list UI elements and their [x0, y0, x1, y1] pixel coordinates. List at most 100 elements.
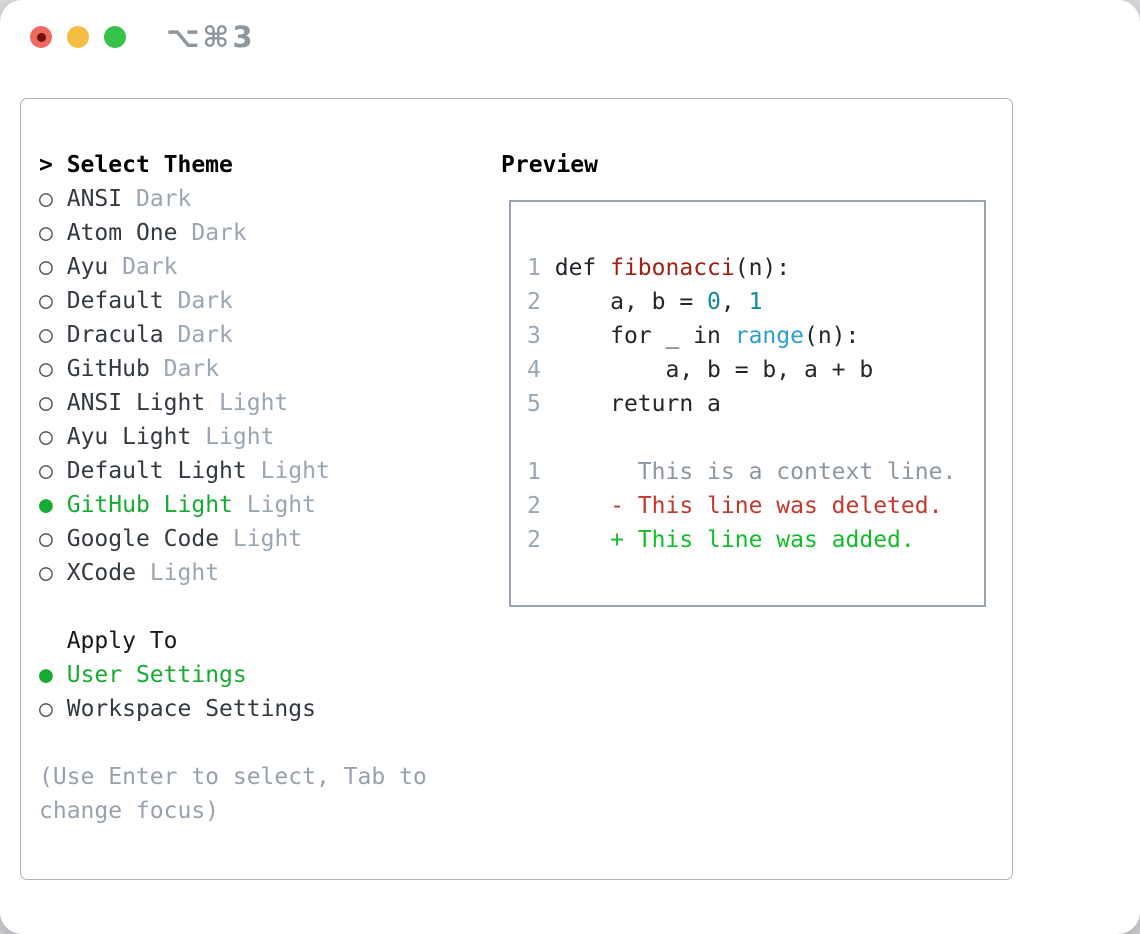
line-number: 5 — [527, 391, 541, 417]
radio-icon: ○ — [39, 322, 53, 348]
code-segment-plain: a, b = b, a + b — [554, 357, 874, 383]
apply-option-name: Workspace Settings — [66, 696, 316, 722]
theme-option-default-light[interactable]: ○ Default Light Light — [39, 454, 489, 488]
line-number: 3 — [527, 323, 541, 349]
code-segment-plain: return a — [554, 391, 721, 417]
hint-line-2: change focus) — [39, 798, 220, 824]
code-segment-plain: (n): — [734, 255, 791, 281]
minimize-button[interactable] — [67, 26, 89, 48]
diff-line-context: 1 This is a context line. — [527, 455, 984, 489]
theme-variant-tag: Light — [219, 390, 289, 416]
diff-line-deleted: 2 - This line was deleted. — [527, 489, 984, 523]
code-line-4: 4 a, b = b, a + b — [527, 353, 984, 387]
theme-name: Atom One — [66, 220, 178, 246]
theme-name: Google Code — [66, 526, 220, 552]
theme-option-default[interactable]: ○ Default Dark — [39, 284, 489, 318]
theme-name: Ayu Light — [66, 424, 192, 450]
theme-name: XCode — [66, 560, 136, 586]
radio-icon: ○ — [39, 696, 53, 722]
radio-selected-icon: ● — [39, 492, 53, 518]
theme-option-ayu[interactable]: ○ Ayu Dark — [39, 250, 489, 284]
theme-name: ANSI — [66, 186, 123, 212]
line-number: 2 — [527, 493, 541, 519]
radio-icon: ○ — [39, 254, 53, 280]
radio-icon: ○ — [39, 390, 53, 416]
theme-option-xcode[interactable]: ○ XCode Light — [39, 556, 489, 590]
apply-to-heading: Apply To — [66, 628, 178, 654]
theme-variant-tag: Light — [149, 560, 220, 586]
theme-variant-tag: Dark — [177, 322, 233, 348]
radio-selected-icon: ● — [39, 662, 53, 688]
close-button[interactable] — [30, 26, 52, 48]
theme-list: ○ ANSI Dark○ Atom One Dark○ Ayu Dark○ De… — [39, 182, 489, 590]
theme-variant-tag: Dark — [122, 254, 178, 280]
theme-option-ayu-light[interactable]: ○ Ayu Light Light — [39, 420, 489, 454]
theme-variant-tag: Dark — [135, 186, 192, 212]
line-number: 2 — [527, 527, 541, 553]
preview-heading: Preview — [501, 152, 598, 178]
code-segment-number: 0 — [707, 289, 721, 315]
code-line-5: 5 return a — [527, 387, 984, 421]
diff-line-added: 2 + This line was added. — [527, 523, 984, 557]
radio-icon: ○ — [39, 560, 53, 586]
theme-name: Default — [66, 288, 164, 314]
line-number: 2 — [527, 289, 541, 315]
theme-option-dracula[interactable]: ○ Dracula Dark — [39, 318, 489, 352]
radio-icon: ○ — [39, 186, 53, 212]
apply-options-list: ● User Settings○ Workspace Settings — [39, 658, 489, 726]
radio-icon: ○ — [39, 356, 53, 382]
theme-variant-tag: Light — [232, 526, 303, 552]
theme-option-atom-one[interactable]: ○ Atom One Dark — [39, 216, 489, 250]
radio-icon: ○ — [39, 526, 53, 552]
line-number: 1 — [527, 459, 541, 485]
theme-name: GitHub — [66, 356, 150, 382]
diff-text-deleted: - This line was deleted. — [554, 493, 943, 519]
diff-text-context: This is a context line. — [554, 459, 957, 485]
code-segment-plain: for _ in — [554, 323, 735, 349]
code-line-3: 3 for _ in range(n): — [527, 319, 984, 353]
theme-variant-tag: Light — [246, 492, 316, 518]
theme-option-ansi-light[interactable]: ○ ANSI Light Light — [39, 386, 489, 420]
theme-variant-tag: Dark — [163, 356, 220, 382]
titlebar: ⌥⌘3 — [0, 0, 1140, 76]
diff-text-added: + This line was added. — [554, 527, 915, 553]
theme-option-ansi[interactable]: ○ ANSI Dark — [39, 182, 489, 216]
cursor-marker: > — [39, 152, 67, 178]
line-number: 4 — [527, 357, 541, 383]
radio-icon: ○ — [39, 288, 53, 314]
theme-list-column: > Select Theme ○ ANSI Dark○ Atom One Dar… — [39, 148, 489, 828]
apply-option-name: User Settings — [66, 662, 247, 688]
code-segment-plain: a, b = — [554, 289, 708, 315]
code-line-2: 2 a, b = 0, 1 — [527, 285, 984, 319]
apply-option-user-settings[interactable]: ● User Settings — [39, 658, 489, 692]
spacer — [527, 421, 984, 455]
zoom-button[interactable] — [104, 26, 126, 48]
theme-option-google-code[interactable]: ○ Google Code Light — [39, 522, 489, 556]
spacer — [39, 726, 489, 760]
radio-icon: ○ — [39, 458, 53, 484]
select-theme-heading: > Select Theme — [39, 148, 489, 182]
radio-icon: ○ — [39, 424, 53, 450]
theme-name: Default Light — [66, 458, 247, 484]
code-segment-number: 1 — [748, 289, 763, 315]
hint-line-1: (Use Enter to select, Tab to — [39, 764, 427, 790]
code-segment-plain: def — [554, 255, 611, 281]
code-segment-plain: (n): — [803, 323, 860, 349]
apply-option-workspace-settings[interactable]: ○ Workspace Settings — [39, 692, 489, 726]
code-segment-plain: , — [720, 289, 749, 315]
line-number: 1 — [527, 255, 541, 281]
theme-variant-tag: Light — [260, 458, 330, 484]
theme-variant-tag: Dark — [191, 220, 247, 246]
window-title-shortcut: ⌥⌘3 — [166, 20, 256, 54]
theme-option-github[interactable]: ○ GitHub Dark — [39, 352, 489, 386]
radio-icon: ○ — [39, 220, 53, 246]
theme-selector-panel: > Select Theme ○ ANSI Dark○ Atom One Dar… — [20, 98, 1013, 880]
theme-variant-tag: Dark — [177, 288, 233, 314]
theme-name: Ayu — [66, 254, 109, 280]
theme-option-github-light[interactable]: ● GitHub Light Light — [39, 488, 489, 522]
spacer — [39, 590, 489, 624]
theme-name: Dracula — [66, 322, 164, 348]
theme-variant-tag: Light — [205, 424, 275, 450]
